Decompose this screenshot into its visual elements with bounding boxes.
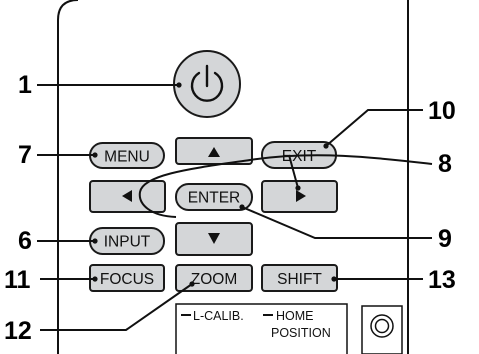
- menu-button[interactable]: MENU: [89, 142, 165, 169]
- shift-function-panel: L-CALIB. HOME POSITION: [175, 303, 348, 354]
- zoom-button[interactable]: ZOOM: [175, 264, 253, 292]
- lcalib-label: L-CALIB.: [193, 309, 244, 323]
- callout-7: 7: [18, 141, 32, 169]
- callout-10: 10: [428, 97, 456, 125]
- home-label: HOME: [276, 309, 314, 323]
- leader-10: [325, 109, 423, 147]
- down-button[interactable]: [175, 222, 253, 256]
- remote-port: [361, 305, 403, 354]
- enter-button-label: ENTER: [188, 190, 241, 207]
- up-arrow-icon: [208, 147, 220, 157]
- shift-button[interactable]: SHIFT: [261, 264, 338, 292]
- power-button[interactable]: [173, 50, 241, 118]
- callout-8: 8: [438, 150, 452, 178]
- right-button[interactable]: [261, 180, 338, 213]
- focus-button[interactable]: FOCUS: [89, 264, 165, 292]
- input-button[interactable]: INPUT: [89, 227, 165, 255]
- callout-13: 13: [428, 266, 456, 294]
- leader-7-dot: [92, 152, 98, 158]
- input-button-label: INPUT: [104, 234, 151, 251]
- up-button[interactable]: [175, 137, 253, 165]
- callout-1: 1: [18, 71, 32, 99]
- leader-9: [241, 206, 432, 239]
- leader-9-dot: [239, 204, 245, 210]
- leader-12-dot: [189, 281, 195, 287]
- panel-left-edge: [57, 0, 79, 354]
- left-button[interactable]: [89, 180, 166, 213]
- menu-button-label: MENU: [104, 149, 150, 166]
- power-icon: [190, 64, 224, 102]
- shift-button-label: SHIFT: [277, 271, 322, 288]
- leader-13-dot: [331, 276, 337, 282]
- callout-9: 9: [438, 225, 452, 253]
- down-arrow-icon: [208, 233, 220, 244]
- callout-11: 11: [4, 266, 31, 294]
- right-arrow-icon: [296, 190, 306, 202]
- leader-11-dot: [92, 276, 98, 282]
- zoom-button-label: ZOOM: [191, 271, 238, 288]
- enter-button[interactable]: ENTER: [175, 183, 253, 211]
- leader-8-branch: [288, 154, 299, 189]
- position-label: POSITION: [271, 326, 331, 340]
- callout-6: 6: [18, 227, 32, 255]
- leader-10-dot: [323, 143, 329, 149]
- leader-6-dot: [92, 238, 98, 244]
- focus-button-label: FOCUS: [100, 271, 154, 288]
- leader-8: [138, 154, 433, 218]
- leader-12: [40, 283, 193, 331]
- left-arrow-icon: [122, 190, 132, 202]
- leader-1-dot: [176, 82, 182, 88]
- callout-12: 12: [4, 317, 32, 345]
